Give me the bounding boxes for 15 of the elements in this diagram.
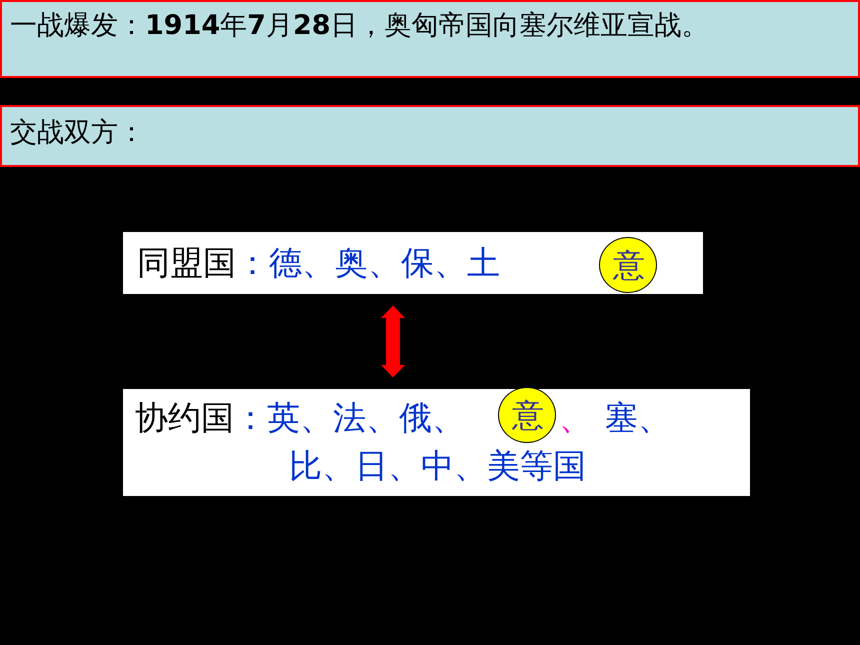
country-list: ：英、法、俄、 (234, 401, 465, 434)
banner-box (0, 0, 860, 78)
alliance-box (123, 232, 703, 294)
heading-text: 交战双方： (10, 119, 145, 146)
country-name: 意 (512, 399, 544, 431)
country-list: ：德、奥、保、土 (236, 246, 500, 279)
country-name: 意 (613, 249, 645, 281)
double-arrow (381, 305, 405, 378)
separator-mark: 、 (559, 401, 592, 434)
alliance-box (123, 389, 750, 496)
alliance-name: 协约国 (135, 401, 234, 434)
country-list: 比、日、中、美等国 (289, 449, 586, 482)
banner-box (0, 105, 860, 167)
alliance-name: 同盟国 (137, 246, 236, 279)
country-list: 塞、 (605, 401, 671, 434)
